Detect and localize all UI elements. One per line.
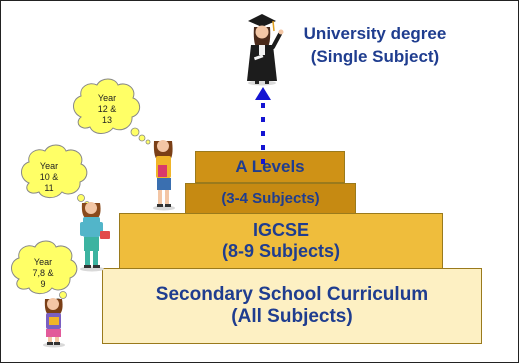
university-degree-title: University degree — [303, 24, 447, 43]
bubble-middle-line3: 11 — [44, 183, 53, 193]
university-degree-subtitle: (Single Subject) — [310, 46, 440, 66]
thought-cloud-icon: Year 12 & 13 — [73, 78, 151, 145]
student-icon — [43, 298, 65, 348]
igcse-subtitle: (8-9 Subjects) — [221, 241, 341, 261]
thought-cloud-icon: Year 7,8 & 9 — [11, 240, 78, 304]
alevels-tier-lower: (3-4 Subjects) — [185, 183, 356, 214]
igcse-title: IGCSE — [252, 220, 309, 241]
dotted-arrow-icon — [255, 87, 271, 164]
bubble-middle-line2: 10 & — [40, 172, 59, 182]
bubble-middle-line1: Year — [40, 161, 58, 171]
graduate-icon — [247, 14, 284, 86]
secondary-school-title: Secondary School Curriculum — [155, 284, 429, 306]
thought-cloud-icon: Year 10 & 11 — [21, 144, 95, 211]
alevels-subtitle: (3-4 Subjects) — [221, 189, 320, 207]
secondary-school-subtitle: (All Subjects) — [231, 306, 353, 327]
university-degree-label: University degree (Single Subject) — [285, 23, 465, 69]
bubble-lower-line2: 7,8 & — [32, 268, 53, 278]
bubble-upper-line2: 12 & — [98, 104, 117, 114]
bubble-lower-line1: Year — [34, 257, 52, 267]
bubble-upper-line1: Year — [98, 93, 116, 103]
igcse-tier: IGCSE (8-9 Subjects) — [119, 213, 443, 269]
bubble-upper-line3: 13 — [102, 115, 112, 125]
secondary-school-tier: Secondary School Curriculum (All Subject… — [102, 268, 482, 344]
alevels-tier-upper: A Levels — [195, 151, 345, 183]
bubble-lower-line3: 9 — [40, 279, 45, 289]
student-icon — [153, 140, 175, 211]
student-icon — [80, 202, 110, 272]
alevels-title: A Levels — [235, 157, 305, 177]
